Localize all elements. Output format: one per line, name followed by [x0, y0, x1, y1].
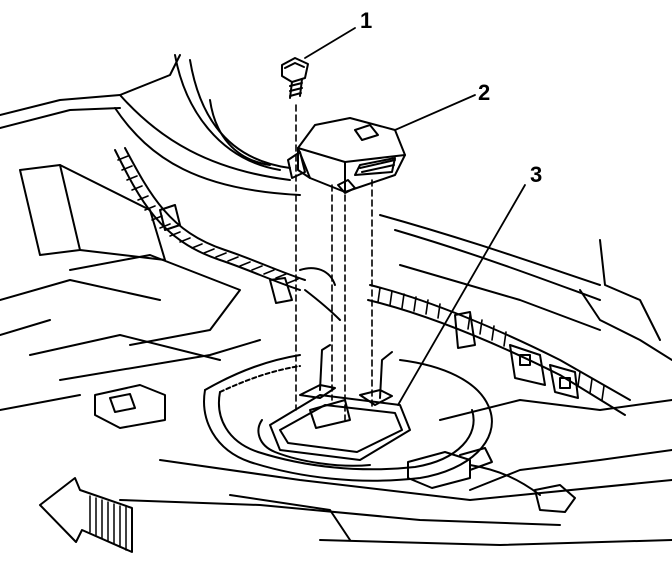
- body-outline: [0, 54, 672, 546]
- floor-connector-left: [94, 384, 166, 429]
- wiring-harness-left: [114, 147, 341, 321]
- wiring-harness-right: [367, 284, 631, 416]
- sensing-module: [287, 117, 406, 194]
- leader-lines: [304, 27, 526, 406]
- callout-3: 3: [530, 162, 542, 187]
- mounting-bracket: [257, 344, 411, 467]
- harness-connector: [407, 447, 576, 513]
- bolt: [281, 57, 309, 99]
- forward-arrow-icon: [39, 477, 133, 553]
- callout-1: 1: [360, 8, 372, 33]
- floor-recess: [203, 354, 493, 482]
- callout-2: 2: [478, 80, 490, 105]
- alignment-lines: [295, 104, 373, 421]
